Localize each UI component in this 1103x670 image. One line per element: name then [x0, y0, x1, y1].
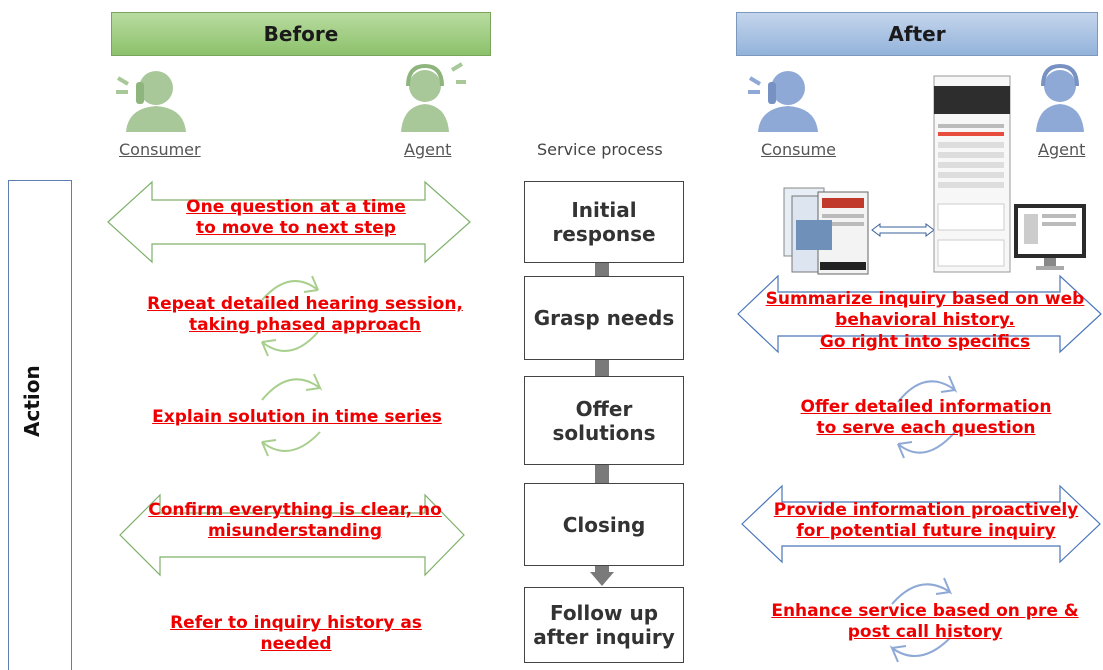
before-cycle-icon-1	[261, 275, 319, 357]
after-cycle-icon-1	[897, 375, 958, 459]
step-4-line1: Closing	[562, 512, 646, 537]
before-cycle-icon-2	[261, 373, 323, 457]
consumer-label-after: Consume	[761, 140, 837, 159]
after-item-4: Enhance service based on pre &post call …	[752, 601, 1098, 644]
agent-after-icon	[1036, 63, 1084, 132]
step-5-line1: Follow up	[549, 601, 659, 625]
consumer-label-before: Consumer	[119, 140, 201, 159]
consumer-after-icon	[748, 71, 818, 132]
before-item-4-line1: Confirm everything is clear, no	[148, 500, 442, 520]
before-item-2: Repeat detailed hearing session,taking p…	[120, 294, 490, 337]
agent-label-after: Agent	[1038, 140, 1086, 159]
after-item-1-line2: behavioral history.	[835, 310, 1015, 331]
before-item-1-line2: to move to next step	[196, 218, 396, 239]
before-item-5-line1: Refer to inquiry history as	[170, 613, 422, 633]
step-1-line2: response	[552, 222, 656, 246]
connector-arrowhead	[590, 572, 614, 586]
before-double-arrow-2	[119, 493, 465, 577]
after-header-label: After	[888, 22, 946, 46]
step-closing: Closing	[524, 483, 684, 566]
step-1-line1: Initial	[571, 198, 637, 222]
after-double-arrow-2	[741, 484, 1101, 564]
after-item-4-line2: post call history	[847, 622, 1003, 643]
mobile-screens-image	[783, 187, 869, 275]
service-process-label: Service process	[537, 140, 663, 159]
web-history-page-image	[933, 75, 1011, 273]
step-grasp-needs: Grasp needs	[524, 276, 684, 360]
after-header: After	[736, 12, 1098, 56]
before-item-2-line1: Repeat detailed hearing session,	[147, 294, 463, 314]
after-cycle-icon-2	[889, 577, 953, 663]
after-item-1-line1: Summarize inquiry based on web	[765, 289, 1085, 309]
action-frame	[8, 180, 72, 670]
before-item-3: Explain solution in time series	[132, 407, 462, 428]
step-2-line1: Grasp needs	[533, 306, 675, 330]
before-header: Before	[111, 12, 491, 56]
before-item-1-line1: One question at a time	[186, 197, 406, 217]
agent-label-before: Agent	[404, 140, 452, 159]
after-item-2-line1: Offer detailed information	[800, 397, 1052, 417]
action-label: Action	[20, 365, 44, 437]
after-item-1-line3: Go right into specifics	[819, 331, 1031, 352]
after-double-arrow-1	[737, 274, 1102, 354]
after-item-2-line2: to serve each question	[816, 418, 1036, 439]
step-3-line2: solutions	[552, 420, 656, 445]
link-double-arrow	[871, 223, 935, 237]
connector-4	[595, 566, 609, 574]
consumer-before-icon	[116, 71, 186, 132]
connector-2	[595, 360, 609, 376]
before-item-3-line1: Explain solution in time series	[152, 407, 442, 427]
connector-3	[595, 465, 609, 483]
connector-1	[595, 262, 609, 276]
step-3-line1: Offer	[575, 396, 633, 421]
before-header-label: Before	[263, 22, 339, 46]
after-item-3-line1: Provide information proactively	[773, 500, 1079, 520]
step-5-line2: after inquiry	[533, 625, 675, 649]
after-item-3-line2: for potential future inquiry	[796, 521, 1056, 542]
monitor-image	[1014, 204, 1086, 270]
after-item-4-line1: Enhance service based on pre &	[771, 601, 1079, 621]
before-item-5-line2: needed	[260, 634, 332, 655]
agent-before-icon	[401, 62, 466, 132]
before-double-arrow-1	[107, 180, 471, 264]
before-item-2-line2: taking phased approach	[189, 315, 421, 336]
before-item-4-line2: misunderstanding	[207, 521, 383, 542]
